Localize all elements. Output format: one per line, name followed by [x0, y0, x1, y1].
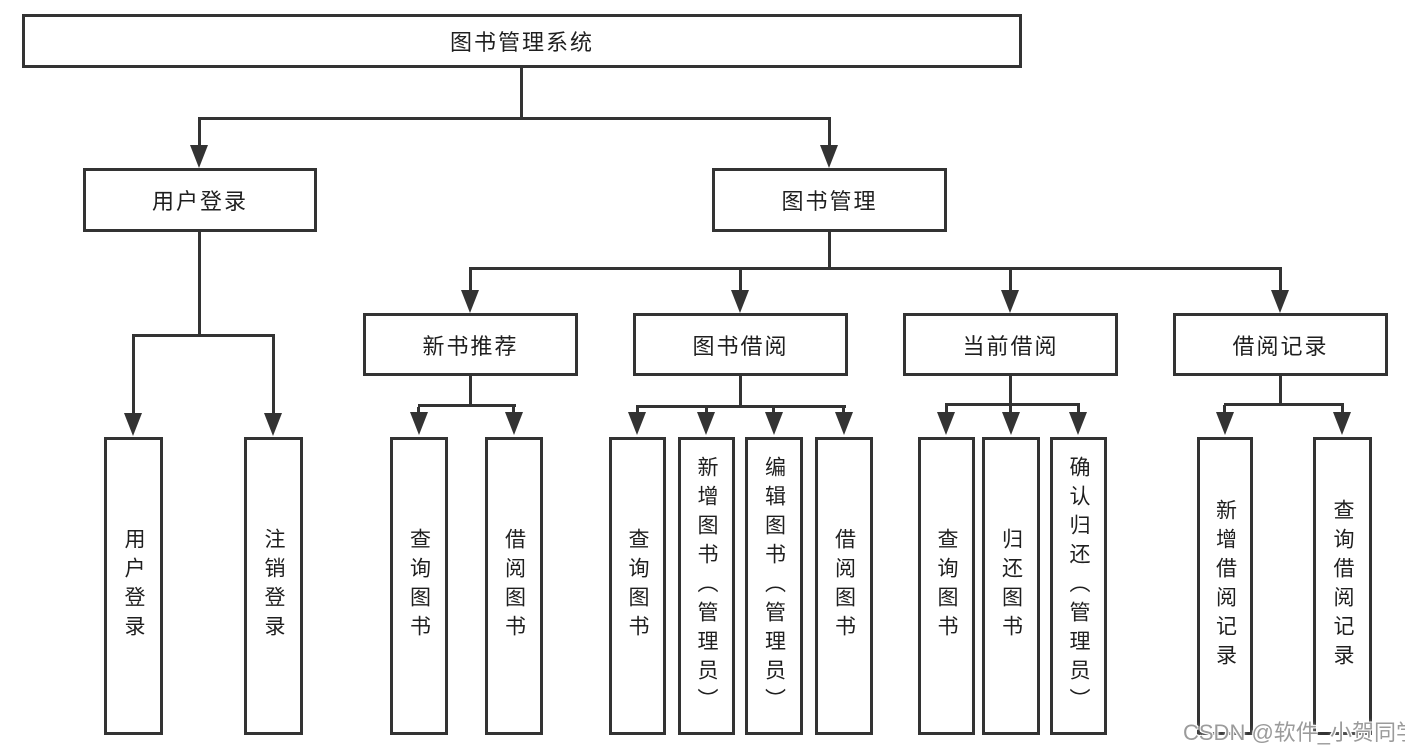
arrowhead-icon: [731, 290, 749, 313]
leaf-add-books-admin: 新增图书（管理员）: [678, 437, 735, 735]
arrowhead-icon: [505, 412, 523, 435]
connector-line: [772, 407, 775, 413]
connector-line: [705, 407, 708, 413]
arrowhead-icon: [124, 413, 142, 436]
connector-line: [1341, 405, 1344, 412]
arrowhead-icon: [1002, 412, 1020, 435]
connector-line: [417, 407, 420, 413]
arrowhead-icon: [1001, 290, 1019, 313]
connector-line: [469, 267, 1282, 270]
connector-line: [198, 118, 201, 147]
arrowhead-icon: [937, 412, 955, 435]
node-new-book-recommend: 新书推荐: [363, 313, 578, 376]
connector-line: [198, 117, 831, 120]
connector-line: [636, 405, 846, 408]
leaf-borrow-books-1: 借阅图书: [485, 437, 543, 735]
connector-line: [828, 118, 831, 147]
leaf-user-login: 用户登录: [104, 437, 163, 735]
arrowhead-icon: [835, 412, 853, 435]
connector-line: [469, 269, 472, 291]
connector-line: [1279, 269, 1282, 291]
connector-line: [272, 336, 275, 415]
arrowhead-icon: [765, 412, 783, 435]
connector-line: [132, 334, 275, 337]
leaf-confirm-return-admin: 确认归还（管理员）: [1050, 437, 1107, 735]
connector-line: [1009, 376, 1012, 406]
connector-line: [469, 376, 472, 407]
leaf-return-books: 归还图书: [982, 437, 1040, 735]
connector-line: [828, 232, 831, 270]
connector-line: [418, 404, 516, 407]
connector-line: [1224, 403, 1344, 406]
arrowhead-icon: [410, 412, 428, 435]
connector-line: [739, 376, 742, 407]
connector-line: [1009, 269, 1012, 291]
connector-line: [945, 405, 948, 412]
csdn-watermark: CSDN @软件_小贺同学: [1183, 720, 1405, 745]
leaf-logout: 注销登录: [244, 437, 303, 735]
arrowhead-icon: [461, 290, 479, 313]
node-book-management: 图书管理: [712, 168, 947, 232]
arrowhead-icon: [264, 413, 282, 436]
leaf-query-books-2: 查询图书: [609, 437, 666, 735]
connector-line: [842, 407, 845, 413]
connector-line: [1077, 405, 1080, 412]
connector-line: [636, 407, 639, 413]
connector-line: [132, 336, 135, 415]
arrowhead-icon: [1069, 412, 1087, 435]
leaf-add-borrow-record: 新增借阅记录: [1197, 437, 1253, 735]
leaf-query-borrow-record: 查询借阅记录: [1313, 437, 1372, 735]
arrowhead-icon: [1271, 290, 1289, 313]
node-borrow-records: 借阅记录: [1173, 313, 1388, 376]
arrowhead-icon: [190, 145, 208, 168]
arrowhead-icon: [820, 145, 838, 168]
leaf-query-books-1: 查询图书: [390, 437, 448, 735]
node-current-borrow: 当前借阅: [903, 313, 1118, 376]
connector-line: [739, 269, 742, 291]
connector-line: [1223, 405, 1226, 412]
connector-line: [945, 403, 1080, 406]
connector-line: [198, 232, 201, 336]
node-user-login: 用户登录: [83, 168, 317, 232]
node-book-management-system: 图书管理系统: [22, 14, 1022, 68]
connector-line: [520, 68, 523, 118]
arrowhead-icon: [697, 412, 715, 435]
leaf-borrow-books-2: 借阅图书: [815, 437, 873, 735]
connector-line: [1279, 376, 1282, 406]
arrowhead-icon: [1333, 412, 1351, 435]
leaf-edit-books-admin: 编辑图书（管理员）: [745, 437, 803, 735]
node-book-borrow: 图书借阅: [633, 313, 848, 376]
arrowhead-icon: [628, 412, 646, 435]
arrowhead-icon: [1216, 412, 1234, 435]
connector-line: [512, 407, 515, 413]
leaf-query-books-3: 查询图书: [918, 437, 975, 735]
connector-line: [1009, 405, 1012, 412]
